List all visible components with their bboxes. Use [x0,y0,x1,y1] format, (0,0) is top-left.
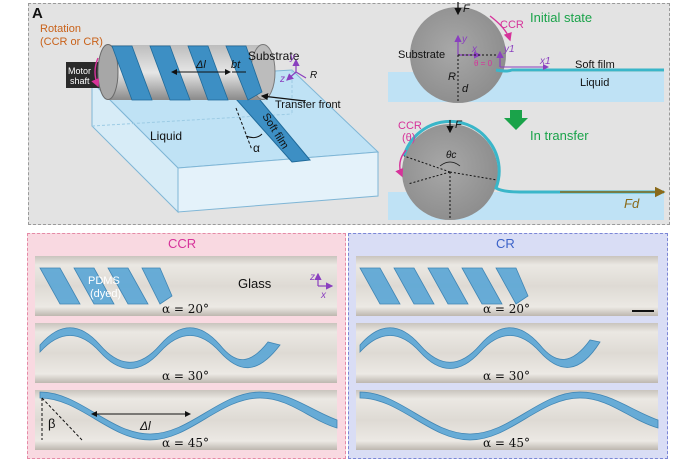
substrate-label: Substrate [248,49,300,63]
initial-y1-label: y1 [503,44,515,55]
cr-angle-30: α = 30° [483,369,530,383]
initial-x1-label: x1 [539,56,551,67]
radius-label: R [310,70,317,81]
shaft-label: shaft [70,76,90,86]
initial-liquid-label: Liquid [580,77,609,89]
axis-y-label: y [289,52,296,63]
axis-z-label: z [279,74,285,85]
initial-state-diagram [388,2,664,103]
initial-theta-label: θ = 0 [474,59,493,68]
initial-substrate-label: Substrate [398,49,445,61]
initial-ccr-label: CCR [500,19,524,31]
ccr-angle-20: α = 20° [162,302,209,316]
transfer-fd-label: Fd [624,196,640,211]
initial-soft-film-label: Soft film [575,59,615,71]
ccr-title: CCR [168,236,197,251]
transfer-theta-c-label: θc [446,150,456,161]
cr-helix-45 [359,391,659,441]
ccr-helix-20 [39,267,173,305]
rotation-label: Rotation [40,23,81,35]
bt-label: bt [231,59,241,71]
motor-label: Motor [68,66,91,76]
transfer-ccr-label: CCR [398,120,422,132]
cr-helix-30 [359,327,601,369]
initial-x-label: x [471,44,478,55]
transfer-theta-label: (θ) [402,132,415,144]
pdms-dyed-label: (dyed) [90,288,121,300]
panel-a-label: A [32,5,43,22]
liquid-label: Liquid [150,129,182,143]
initial-r-label: R [448,71,456,83]
alpha-label: α [253,141,260,155]
photo-axis-x-label: x [320,290,327,301]
delta-l-label: Δl [195,59,206,71]
beta-label: β [48,416,55,431]
cr-title: CR [496,236,515,251]
ccr-helix-45 [39,391,338,441]
photo-axis-z-label: z [309,272,315,283]
ccr-angle-30: α = 30° [162,369,209,383]
down-arrow [504,110,528,130]
helical-film [111,45,263,101]
ccr-angle-45: α = 45° [162,436,209,450]
panel-a-schematic: Rotation (CCR or CR) Motor shaft Substra… [40,2,666,220]
initial-state-title: Initial state [530,10,592,25]
initial-force-label: F [463,3,471,15]
in-transfer-title: In transfer [530,128,589,143]
initial-d-label: d [462,83,469,95]
pdms-label: PDMS [88,275,120,287]
transfer-front-label: Transfer front [275,99,341,111]
initial-y-label: y [461,34,468,45]
cr-angle-20: α = 20° [483,302,530,316]
glass-label: Glass [238,276,272,291]
transfer-force-label: F [455,119,463,131]
ccr-helix-30 [39,327,281,369]
cr-helix-20 [359,267,529,305]
schematic-axes [286,58,307,81]
rotation-arrow [91,57,100,88]
rotation-options-label: (CCR or CR) [40,36,103,48]
photo-delta-l-label: Δl [139,419,151,433]
in-transfer-diagram [388,119,666,220]
cr-angle-45: α = 45° [483,436,530,450]
